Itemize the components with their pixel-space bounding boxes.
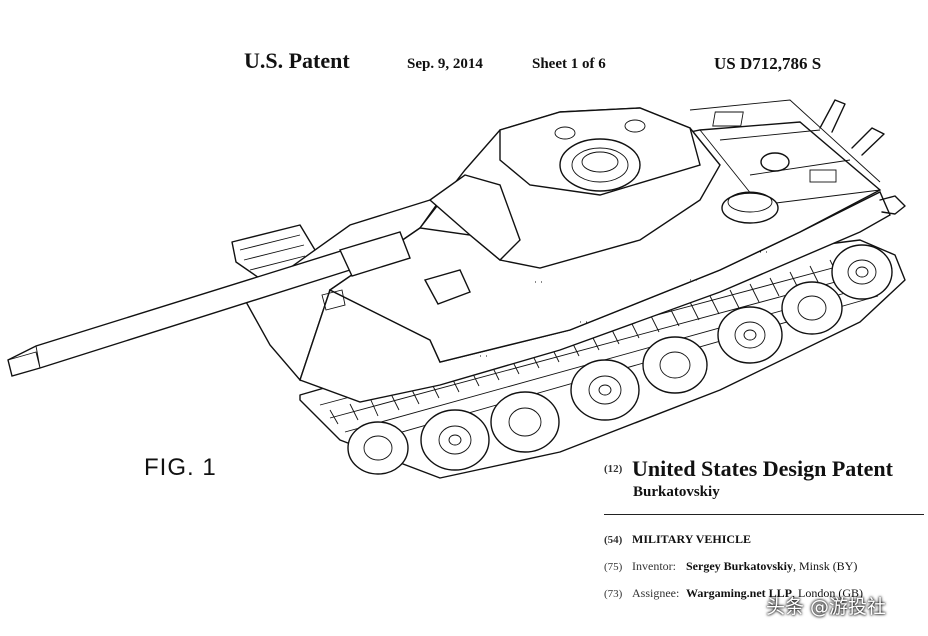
sheet-number: Sheet 1 of 6 [532, 56, 606, 72]
watermark: 头条 @游投社 [766, 596, 887, 618]
title-field-code: (54) [604, 534, 623, 546]
patent-date: Sep. 9, 2014 [407, 56, 483, 72]
author-name: Burkatovskiy [633, 484, 720, 500]
assignee-label: Assignee: [632, 586, 680, 600]
title-field: (54) MILITARY VEHICLE [604, 532, 751, 547]
assignee-location: , London (GB) [792, 586, 864, 600]
assignee-code: (73) [604, 588, 623, 600]
assignee-name: Wargaming.net LLP [686, 586, 793, 600]
document-title-line: (12) United States Design Patent [604, 456, 893, 482]
title-code: (12) [604, 463, 623, 475]
tow-hook [879, 195, 906, 215]
figure-label: FIG. 1 [144, 454, 217, 481]
inventor-code: (75) [604, 561, 623, 573]
title-field-value: MILITARY VEHICLE [632, 532, 752, 546]
assignee-field: (73) Assignee: Wargaming.net LLP, London (… [604, 586, 863, 601]
patent-label: U.S. Patent [244, 48, 350, 73]
tank-drawing [7, 99, 906, 479]
divider [604, 514, 924, 515]
road-wheels [347, 244, 893, 475]
patent-number: US D712,786 S [714, 54, 822, 73]
hull-hatch [423, 269, 471, 305]
inventor-field: (75) Inventor: Sergey Burkatovskiy, Minsk … [604, 559, 857, 574]
exhaust-pipes [819, 99, 885, 156]
commander-cupola [559, 138, 641, 192]
mantlet [428, 174, 521, 261]
engine-deck [689, 99, 881, 206]
inventor-name: Sergey Burkatovskiy [686, 559, 794, 573]
inventor-label: Inventor: [632, 559, 676, 573]
inventor-location: , Minsk (BY) [793, 559, 858, 573]
track-links [329, 253, 860, 425]
document-title: United States Design Patent [632, 456, 893, 481]
gun-sleeve [339, 231, 411, 277]
rivets [480, 251, 767, 357]
